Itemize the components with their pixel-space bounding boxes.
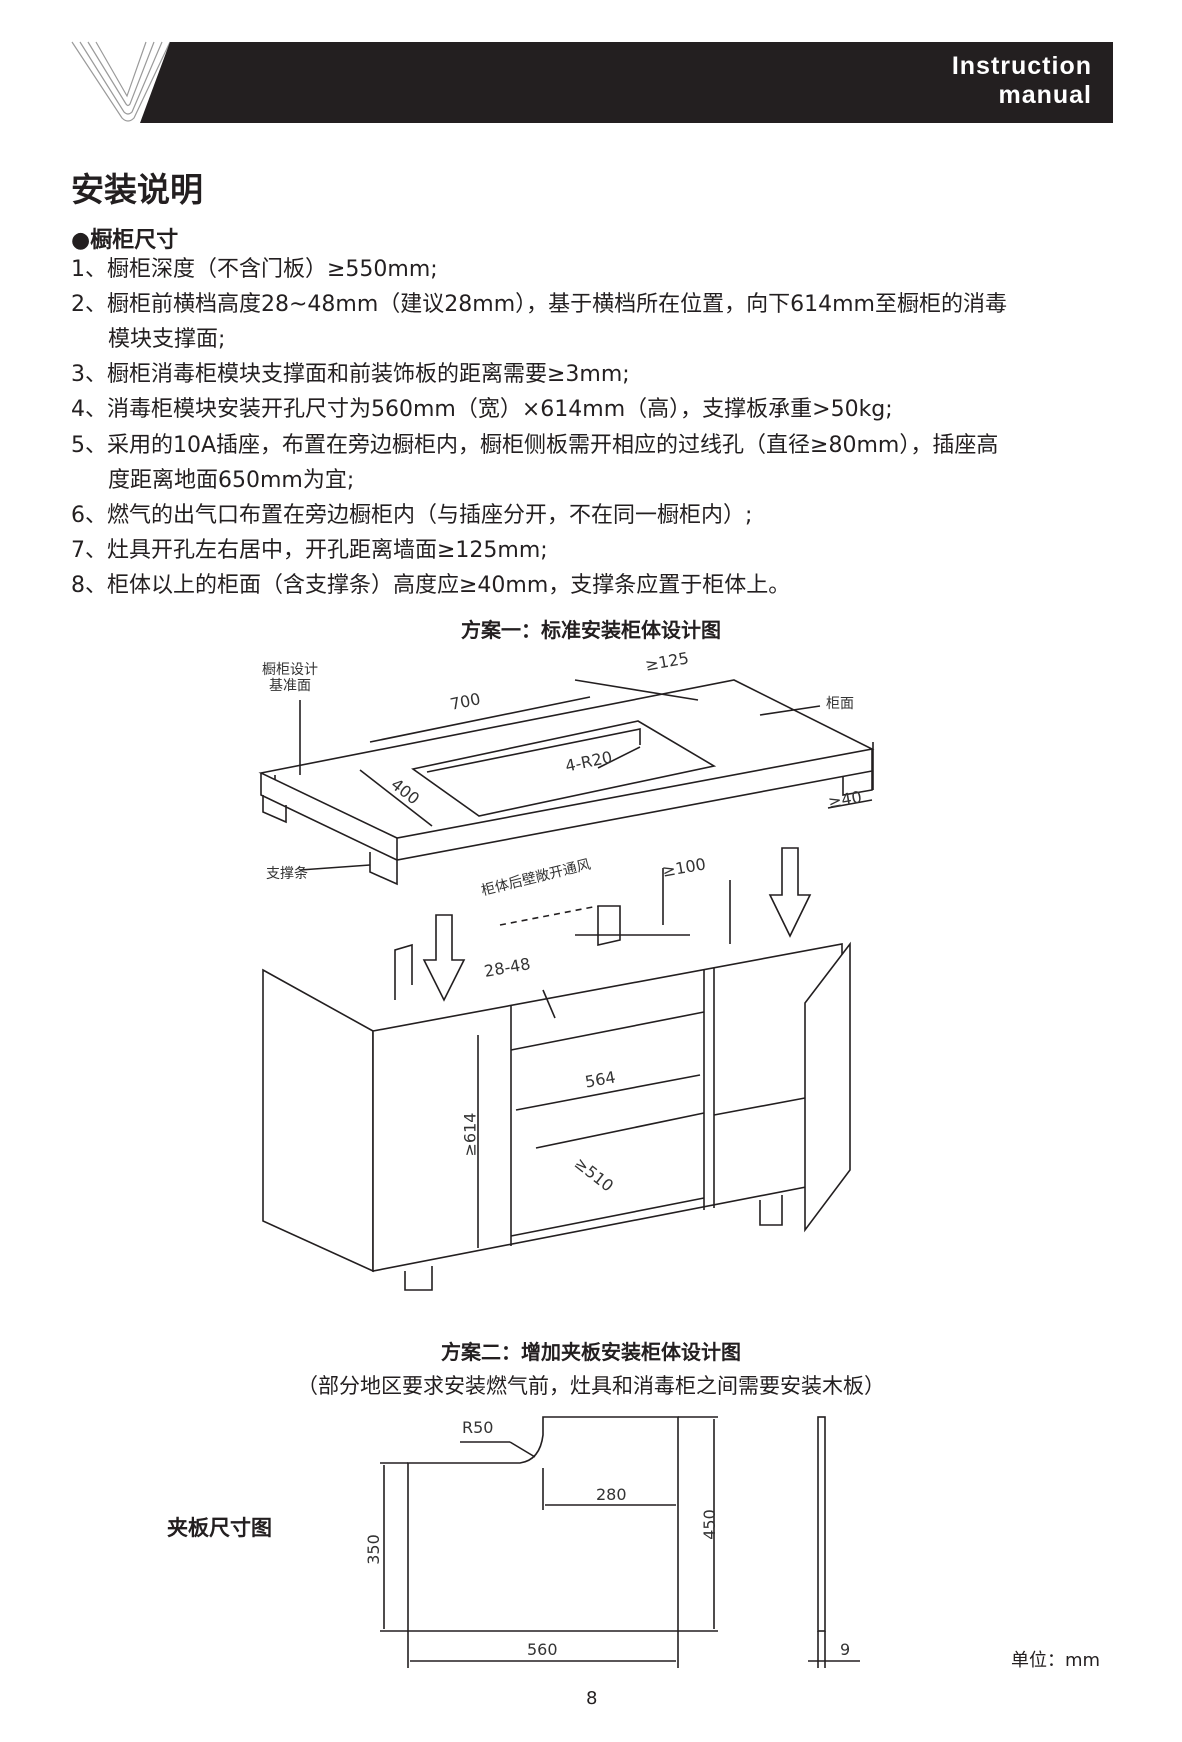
list-item: 5、采用的10A插座，布置在旁边橱柜内，橱柜侧板需开相应的过线孔（直径≥80mm…	[71, 433, 999, 458]
plan1-title: 方案一：标准安装柜体设计图	[461, 618, 721, 642]
datum-label-line1: 橱柜设计	[262, 662, 318, 678]
header-bar	[140, 42, 1113, 123]
unit-label: 单位：mm	[1011, 1650, 1101, 1671]
plate-drawing	[380, 1416, 860, 1668]
subheading: ●橱柜尺寸	[71, 228, 179, 253]
dim-350: 350	[363, 1534, 383, 1565]
countertop-drawing	[258, 679, 875, 886]
brand-logo	[71, 41, 171, 122]
header-title: Instruction manual	[952, 52, 1092, 110]
dim-560: 560	[527, 1640, 558, 1659]
list-item-continued: 度距离地面650mm为宜;	[108, 468, 355, 493]
plate-dimension-label: 夹板尺寸图	[167, 1516, 272, 1540]
dim-9: 9	[840, 1640, 851, 1659]
dim-450: 450	[699, 1509, 719, 1540]
cabinet-drawing	[262, 868, 851, 1291]
down-arrow-icon	[768, 847, 812, 938]
datum-label-line2: 基准面	[269, 678, 311, 694]
plan2-title: 方案二：增加夹板安装柜体设计图	[441, 1340, 741, 1364]
plan2-subtitle: （部分地区要求安装燃气前，灶具和消毒柜之间需要安装木板）	[297, 1374, 885, 1398]
list-item: 1、橱柜深度（不含门板）≥550mm;	[71, 257, 438, 282]
datum-label: 橱柜设计 基准面	[262, 662, 318, 694]
countertop-label: 柜面	[826, 696, 854, 712]
list-item: 7、灶具开孔左右居中，开孔距离墙面≥125mm;	[71, 538, 548, 563]
header-title-line1: Instruction	[951, 52, 1092, 80]
list-item: 2、橱柜前横档高度28~48mm（建议28mm），基于横档所在位置，向下614m…	[71, 292, 1007, 317]
list-item-continued: 模块支撑面;	[108, 327, 226, 352]
list-item: 6、燃气的出气口布置在旁边橱柜内（与插座分开，不在同一橱柜内）;	[71, 503, 753, 528]
dim-614: ≥614	[460, 1112, 480, 1157]
dim-r50: R50	[462, 1418, 494, 1437]
section-title: 安装说明	[71, 170, 203, 209]
support-strip-label: 支撑条	[266, 866, 308, 882]
list-item: 8、柜体以上的柜面（含支撑条）高度应≥40mm，支撑条应置于柜体上。	[71, 573, 791, 598]
down-arrow-icon	[422, 914, 466, 1002]
page-number: 8	[586, 1688, 598, 1709]
header-title-line2: manual	[998, 81, 1092, 109]
list-item: 4、消毒柜模块安装开孔尺寸为560mm（宽）×614mm（高），支撑板承重>50…	[71, 397, 893, 422]
list-item: 3、橱柜消毒柜模块支撑面和前装饰板的距离需要≥3mm;	[71, 362, 630, 387]
dim-280: 280	[596, 1485, 627, 1504]
